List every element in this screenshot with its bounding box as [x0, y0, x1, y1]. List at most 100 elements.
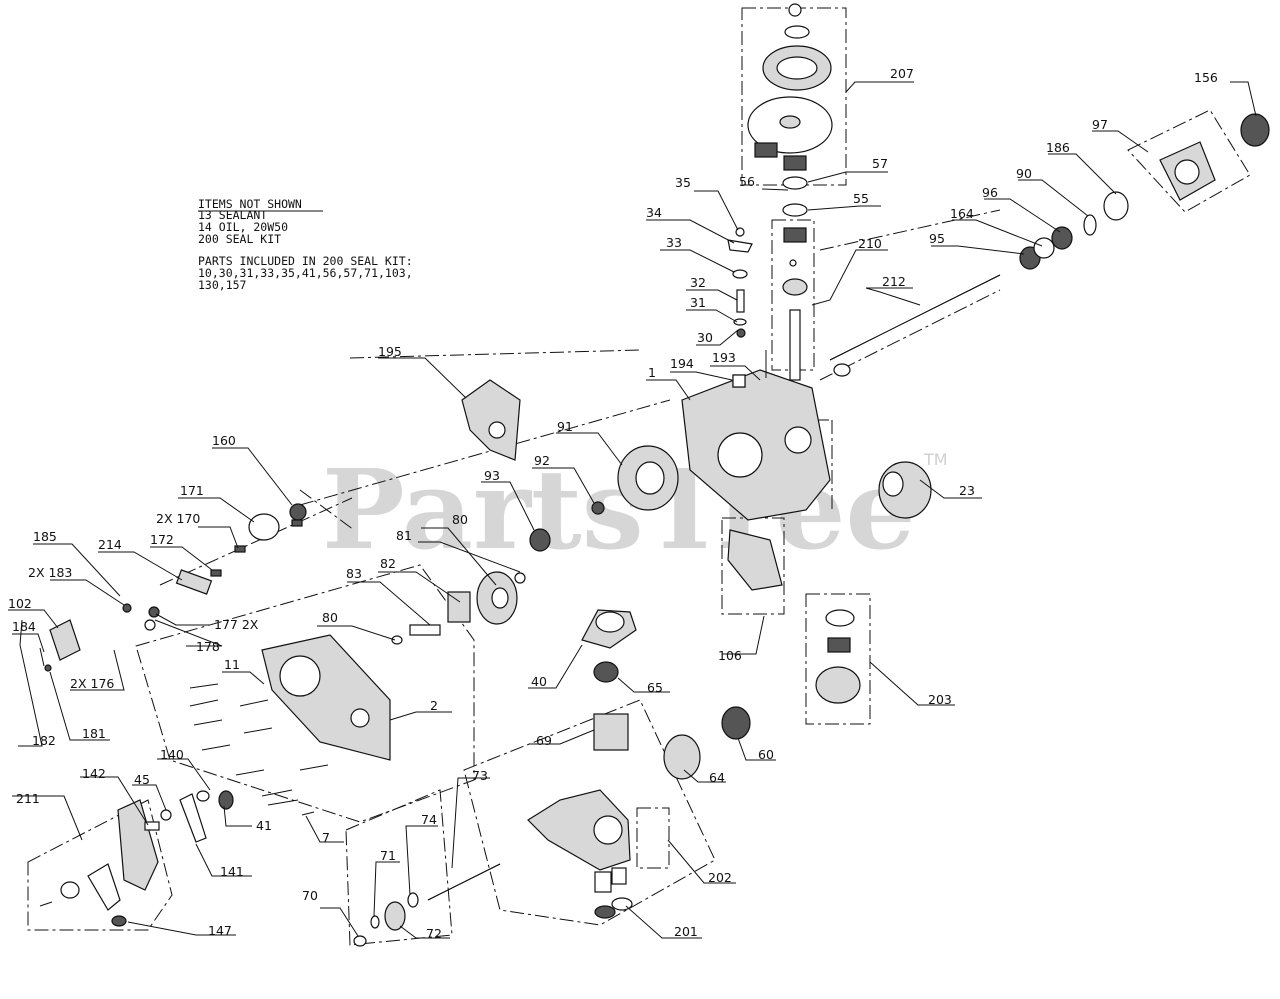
pulley-207	[747, 3, 833, 171]
callout-184: 184	[12, 619, 36, 634]
box-201	[463, 699, 716, 926]
callout-212: 212	[882, 274, 906, 289]
callout-181: 181	[82, 726, 106, 741]
callout-82: 82	[380, 556, 396, 571]
callout-194: 194	[670, 356, 694, 371]
bracket-211	[117, 799, 159, 891]
callout-56: 56	[739, 174, 755, 189]
callout-141: 141	[220, 864, 244, 879]
callout-69: 69	[536, 733, 552, 748]
kit-line-1: PARTS INCLUDED IN 200 SEAL KIT:	[198, 254, 413, 268]
cover-2	[261, 634, 391, 761]
callout-177: 177 2X	[214, 617, 259, 632]
callout-81: 81	[396, 528, 412, 543]
callout-64: 64	[709, 770, 725, 785]
callout-160: 160	[212, 433, 236, 448]
callout-214: 214	[98, 537, 122, 552]
center-section-201	[527, 789, 633, 919]
callout-41: 41	[256, 818, 272, 833]
housing-1	[681, 369, 831, 521]
callout-202: 202	[708, 870, 732, 885]
callout-32: 32	[690, 275, 706, 290]
callout-203: 203	[928, 692, 952, 707]
callout-97: 97	[1092, 117, 1108, 132]
notes-block: ITEMS NOT SHOWN 13 SEALANT 14 OIL, 20W50…	[198, 197, 413, 292]
callout-73: 73	[472, 768, 488, 783]
callout-1: 1	[648, 365, 656, 380]
callout-72: 72	[426, 926, 442, 941]
callout-23: 23	[959, 483, 975, 498]
callout-57: 57	[872, 156, 888, 171]
callout-93: 93	[484, 468, 500, 483]
callout-7: 7	[322, 830, 330, 845]
pump-69	[593, 713, 629, 751]
callout-211: 211	[16, 791, 40, 806]
callout-102: 102	[8, 596, 32, 611]
box-202	[636, 807, 670, 869]
kit-line-2: 10,30,31,33,35,41,56,57,71,103,	[198, 266, 413, 280]
box-97	[1127, 109, 1251, 213]
callout-176: 2X 176	[70, 676, 114, 691]
callout-142: 142	[82, 766, 106, 781]
callout-172: 172	[150, 532, 174, 547]
callout-92: 92	[534, 453, 550, 468]
callout-95: 95	[929, 231, 945, 246]
callout-40: 40	[531, 674, 547, 689]
callout-74: 74	[421, 812, 437, 827]
callout-30: 30	[697, 330, 713, 345]
callout-60: 60	[758, 747, 774, 762]
gear-72	[384, 901, 406, 931]
callout-170: 2X 170	[156, 511, 200, 526]
callout-35: 35	[675, 175, 691, 190]
input-shaft-210	[782, 227, 808, 381]
callouts: 207 156 97 186 90 96 164 95 212 210 57 5…	[8, 66, 1218, 941]
callout-96: 96	[982, 185, 998, 200]
leader-lines	[8, 81, 1257, 939]
callout-91: 91	[557, 419, 573, 434]
callout-65: 65	[647, 680, 663, 695]
callout-140: 140	[160, 747, 184, 762]
callout-90: 90	[1016, 166, 1032, 181]
bolts-7	[261, 764, 329, 816]
callout-193: 193	[712, 350, 736, 365]
callout-147: 147	[208, 923, 232, 938]
callout-201: 201	[674, 924, 698, 939]
callout-71: 71	[380, 848, 396, 863]
kit-line-3: 130,157	[198, 278, 247, 292]
callout-2: 2	[430, 698, 438, 713]
callout-183: 2X 183	[28, 565, 72, 580]
hub-97	[1103, 141, 1216, 221]
notes-title: ITEMS NOT SHOWN	[198, 197, 302, 211]
callout-207: 207	[890, 66, 914, 81]
callout-182: 182	[32, 733, 56, 748]
callout-80a: 80	[452, 512, 468, 527]
box-2	[135, 564, 475, 823]
rotor-64	[663, 734, 701, 780]
notes-line-1: 13 SEALANT	[198, 208, 267, 222]
callout-11: 11	[224, 657, 240, 672]
callout-34: 34	[646, 205, 662, 220]
callout-83: 83	[346, 566, 362, 581]
box-203	[805, 593, 871, 725]
callout-164: 164	[950, 206, 974, 221]
callout-156: 156	[1194, 70, 1218, 85]
callout-178: 178	[196, 639, 220, 654]
callout-33: 33	[666, 235, 682, 250]
callout-195: 195	[378, 344, 402, 359]
callout-210: 210	[858, 236, 882, 251]
gear-82	[447, 591, 471, 623]
callout-171: 171	[180, 483, 204, 498]
watermark-tm: TM	[923, 450, 948, 469]
callout-185: 185	[33, 529, 57, 544]
bolts-11	[189, 683, 273, 776]
plate-102	[49, 619, 81, 661]
callout-55: 55	[853, 191, 869, 206]
notes-line-2: 14 OIL, 20W50	[198, 220, 288, 234]
callout-31: 31	[690, 295, 706, 310]
callout-80b: 80	[322, 610, 338, 625]
callout-106: 106	[718, 648, 742, 663]
guard-106	[727, 529, 783, 591]
notes-line-3: 200 SEAL KIT	[198, 232, 281, 246]
cover-195	[461, 379, 521, 461]
